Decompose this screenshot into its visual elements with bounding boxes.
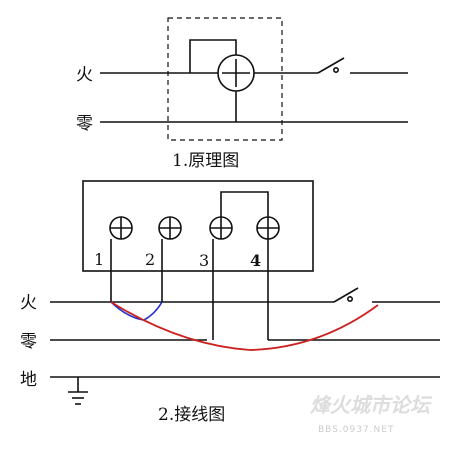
switch-blade [317, 57, 345, 74]
label-live-bottom: 火 [20, 293, 37, 313]
wiring-connection-diagram [50, 180, 440, 405]
terminal-label-3: 3 [199, 251, 209, 270]
switch-contact [332, 67, 339, 74]
meter-enclosure [167, 17, 283, 141]
switch-contact-bottom [346, 295, 353, 302]
terminal-2 [158, 216, 182, 240]
label-ground: 地 [20, 370, 37, 390]
meter-body [82, 180, 314, 272]
watermark-brand: 烽火城市论坛 [309, 393, 433, 417]
current-coil-loop [189, 39, 237, 73]
terminal-4 [256, 216, 280, 240]
terminal-label-2: 2 [145, 250, 155, 269]
switch-blade-bottom [333, 287, 359, 303]
principle-diagram [100, 17, 408, 141]
terminal-1 [109, 216, 133, 240]
red-wire [110, 301, 379, 351]
label-neutral-top: 零 [76, 114, 93, 134]
watermark-url: BBS.0937.NET [318, 425, 394, 435]
caption-wiring: 2.接线图 [158, 405, 225, 425]
terminal-3 [209, 216, 233, 240]
terminal-label-4: 4 [250, 251, 261, 270]
jumper-3-4 [220, 191, 269, 217]
caption-principle: 1.原理图 [172, 151, 239, 171]
label-neutral-bottom: 零 [20, 332, 37, 352]
label-live-top: 火 [76, 65, 93, 85]
terminal-label-1: 1 [94, 250, 104, 269]
